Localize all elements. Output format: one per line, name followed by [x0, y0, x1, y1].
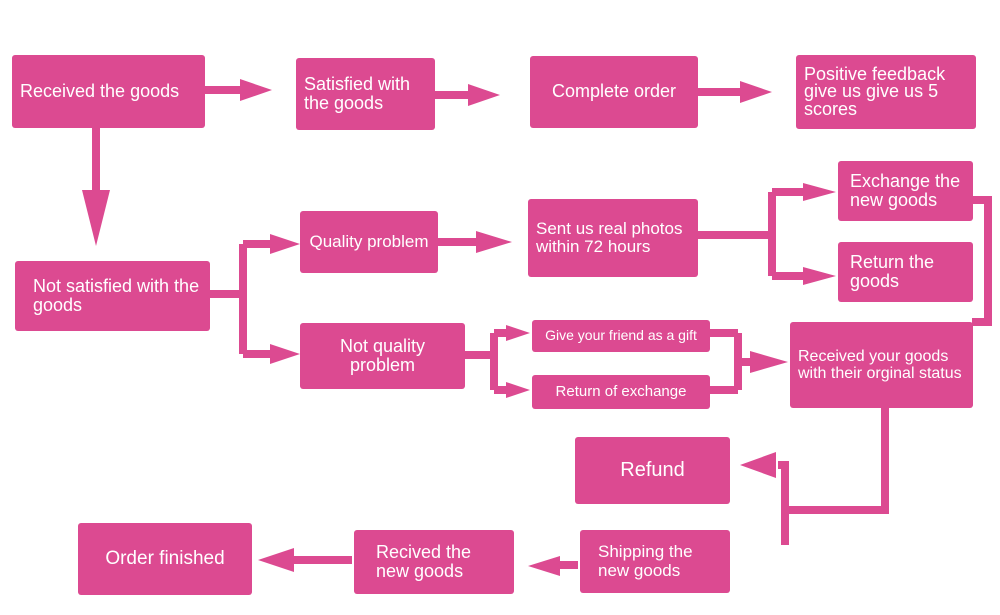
arrowhead-to-photos [476, 231, 512, 253]
node-positive-feedback: Positive feedback give us give us 5 scor… [796, 55, 976, 129]
node-complete-order: Complete order [530, 56, 698, 128]
node-label: Positive feedback give us give us 5 scor… [804, 63, 946, 119]
node-label: Quality problem [309, 231, 429, 251]
node-shipping-new: Shipping the new goods [580, 530, 730, 593]
arrowhead-to-return [803, 267, 836, 285]
node-label: Sent us real photos within 72 hours [536, 218, 683, 256]
node-sent-photos: Sent us real photos within 72 hours [528, 199, 698, 277]
arrowhead-to-order-finished [258, 548, 294, 572]
node-not-satisfied: Not satisfied with the goods [15, 261, 210, 331]
node-order-finished: Order finished [78, 523, 252, 595]
arrowhead-to-quality [270, 234, 300, 254]
node-label: Return of exchange [555, 382, 687, 400]
node-refund: Refund [575, 437, 730, 504]
node-label: Exchange the new goods [850, 170, 961, 210]
node-label: Received the goods [20, 80, 180, 101]
connector-photos-branch [698, 188, 805, 280]
node-return-exchange: Return of exchange [532, 375, 710, 409]
arrowhead-to-not-quality [270, 344, 300, 364]
connector-not-satisfied-branch [210, 240, 272, 358]
node-gift: Give your friend as a gift [532, 320, 710, 352]
node-label: Not quality problem [339, 335, 426, 375]
connector-original-down [778, 408, 889, 545]
node-recived-new: Recived the new goods [354, 530, 514, 594]
node-label: Not satisfied with the goods [33, 275, 200, 315]
node-label: Complete order [551, 81, 677, 102]
arrowhead-to-refund [740, 452, 776, 478]
arrowhead-to-not-satisfied [82, 190, 110, 246]
arrowhead-to-return-exchange [506, 382, 530, 398]
node-label: Satisfied with the goods [304, 73, 411, 113]
arrowhead-to-exchange [803, 183, 836, 201]
node-label: Received your goods with their orginal s… [798, 347, 962, 382]
node-satisfied: Satisfied with the goods [296, 58, 435, 130]
node-label: Shipping the new goods [598, 542, 693, 580]
node-exchange-new: Exchange the new goods [838, 161, 973, 221]
connector-exchange-return [972, 196, 992, 326]
node-label: Give your friend as a gift [545, 327, 697, 344]
node-return-goods: Return the goods [838, 242, 973, 302]
connector-not-quality-branch [465, 329, 508, 394]
arrowhead-to-recived-new [528, 556, 560, 576]
node-received-original: Received your goods with their orginal s… [790, 322, 973, 408]
arrowhead-to-complete [468, 84, 500, 106]
arrowhead-to-satisfied [240, 79, 272, 101]
node-quality-problem: Quality problem [300, 211, 438, 273]
node-label: Recived the new goods [376, 541, 472, 581]
node-not-quality-problem: Not quality problem [300, 323, 465, 389]
arrowhead-to-received-original [750, 351, 788, 373]
arrowhead-to-feedback [740, 81, 772, 103]
node-label: Refund [620, 458, 685, 481]
node-received-goods: Received the goods [12, 55, 205, 128]
connector-options-merge [710, 329, 752, 394]
arrowhead-to-gift [506, 325, 530, 341]
node-label: Order finished [105, 547, 225, 569]
node-label: Return the goods [850, 251, 935, 291]
